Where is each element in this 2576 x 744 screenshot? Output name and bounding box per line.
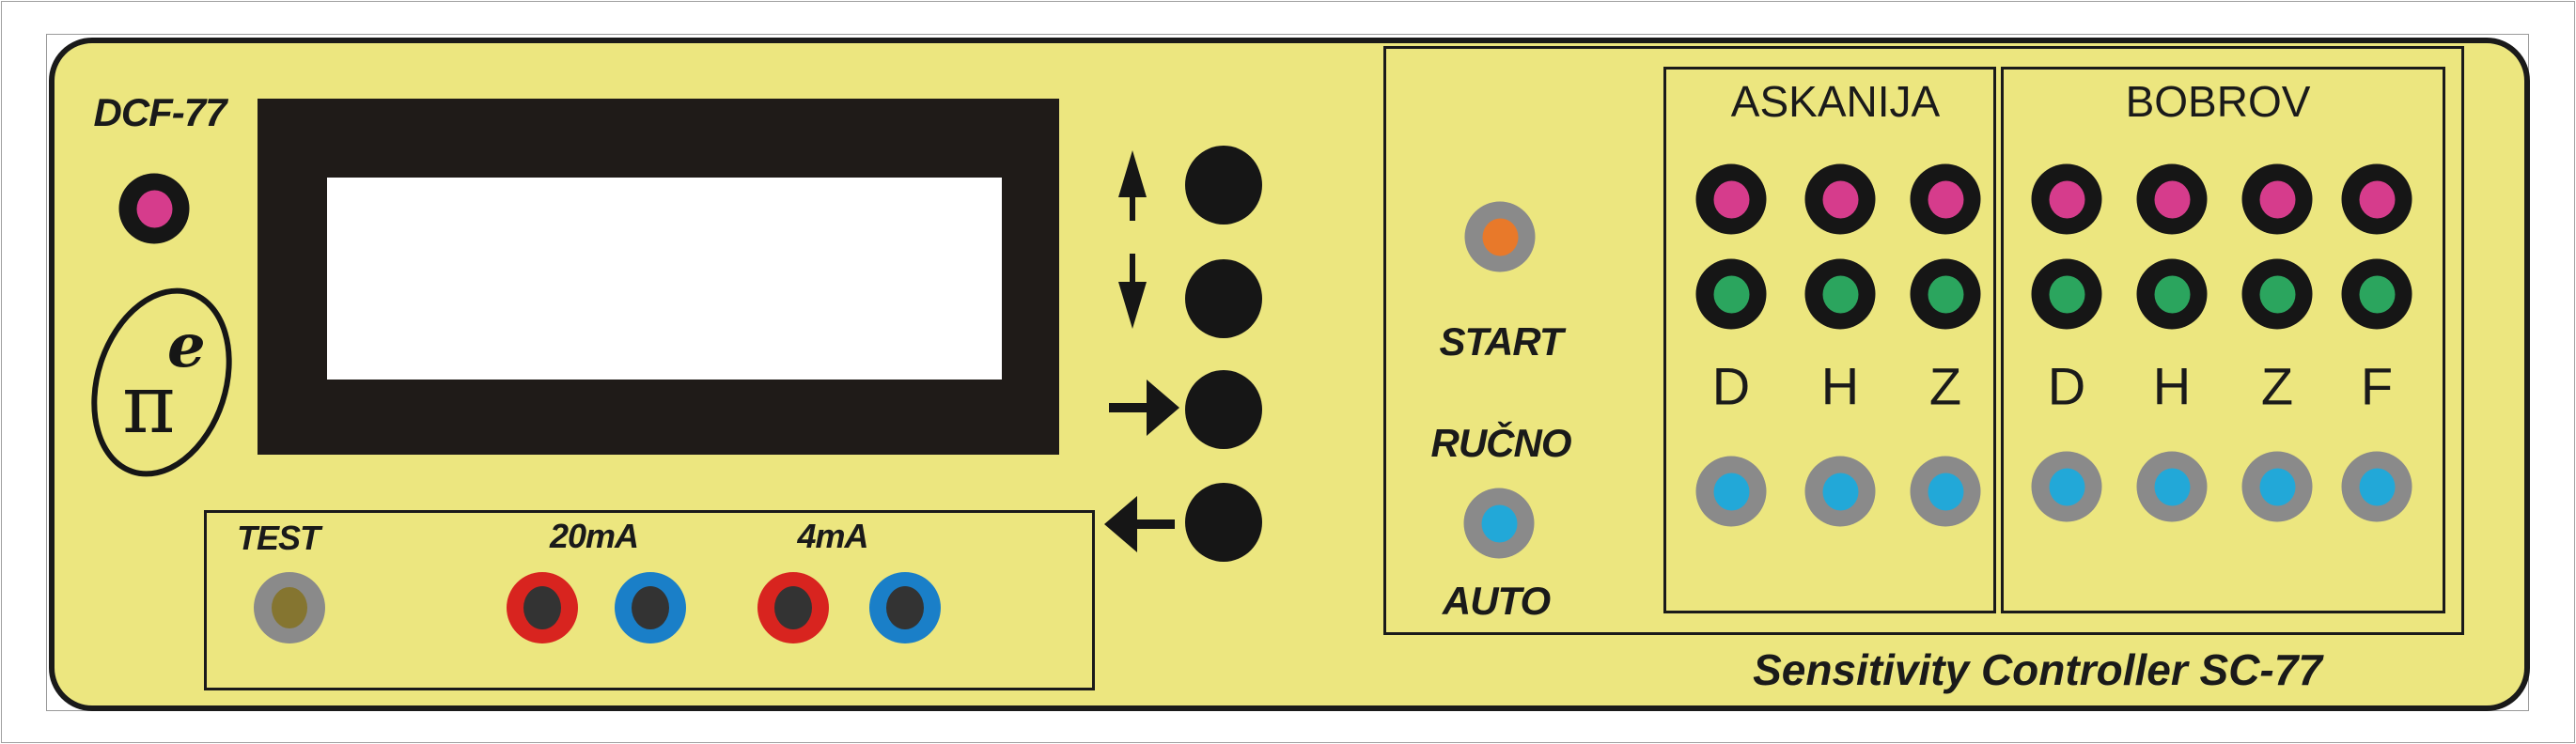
- pi-e-logo: π e: [91, 287, 232, 477]
- status-led-pink: [1910, 163, 1981, 235]
- lcd-screen: [327, 178, 1002, 380]
- channel-select-button[interactable]: [2031, 451, 2102, 522]
- logo-pi: π: [122, 358, 176, 452]
- jack-4ma-blue[interactable]: [869, 572, 941, 643]
- channel-label: Z: [2260, 356, 2294, 416]
- led-core: [1713, 275, 1749, 313]
- arrow-up-icon: [1118, 150, 1147, 197]
- led-core: [1928, 473, 1963, 510]
- start-label: START: [1439, 319, 1563, 364]
- led-core: [2154, 180, 2190, 218]
- bobrov-group: [2001, 67, 2445, 613]
- channel-select-button[interactable]: [2341, 451, 2412, 522]
- control-frame: [1383, 46, 2464, 635]
- channel-select-button[interactable]: [1804, 456, 1876, 527]
- status-led-green: [2136, 258, 2208, 330]
- channel-select-button[interactable]: [1695, 456, 1767, 527]
- channel-label: Z: [1928, 356, 1962, 416]
- start-led[interactable]: [1464, 201, 1536, 272]
- test-panel: [204, 510, 1095, 690]
- askanija-title: ASKANIJA: [1730, 77, 1941, 126]
- status-led-green: [2241, 258, 2313, 330]
- up-button[interactable]: [1185, 146, 1262, 225]
- status-led-green: [1695, 258, 1767, 330]
- led-core: [2359, 180, 2395, 218]
- led-core: [2259, 275, 2295, 313]
- status-led-pink: [2136, 163, 2208, 235]
- status-led-pink: [1695, 163, 1767, 235]
- led-core: [2259, 180, 2295, 218]
- led-core: [2154, 275, 2190, 313]
- status-led-pink: [2031, 163, 2102, 235]
- channel-select-button[interactable]: [2136, 451, 2208, 522]
- arrow-left-icon: [1104, 496, 1137, 552]
- jack-20ma-red[interactable]: [507, 572, 578, 643]
- led-core: [1928, 180, 1963, 218]
- status-led-green: [2341, 258, 2412, 330]
- mode-led[interactable]: [1463, 488, 1535, 559]
- dcf-label: DCF-77: [93, 90, 226, 134]
- channel-label: H: [2152, 356, 2192, 416]
- led-core: [1713, 180, 1749, 218]
- device-title: Sensitivity Controller SC-77: [1753, 645, 2322, 694]
- channel-label: H: [1820, 356, 1860, 416]
- test-button[interactable]: [254, 572, 325, 643]
- status-led-pink: [1804, 163, 1876, 235]
- 4ma-label: 4mA: [797, 517, 868, 555]
- bobrov-title: BOBROV: [2125, 77, 2311, 126]
- test-label: TEST: [236, 519, 320, 557]
- dcf-led: [118, 173, 190, 244]
- status-led-green: [1910, 258, 1981, 330]
- jack-4ma-red[interactable]: [757, 572, 829, 643]
- led-core: [1822, 275, 1858, 313]
- askanija-group: [1663, 67, 1996, 613]
- manual-label: RUČNO: [1430, 421, 1572, 465]
- channel-label: F: [2360, 356, 2394, 416]
- arrow-down-icon: [1118, 282, 1147, 329]
- nav-arrows: [1104, 150, 1179, 552]
- led-core: [1822, 180, 1858, 218]
- down-button[interactable]: [1185, 259, 1262, 338]
- status-led-green: [1804, 258, 1876, 330]
- channel-label: D: [2047, 356, 2086, 416]
- channel-label: D: [1711, 356, 1751, 416]
- led-core: [2359, 275, 2395, 313]
- right-button[interactable]: [1185, 370, 1262, 449]
- auto-label: AUTO: [1442, 579, 1551, 623]
- left-button[interactable]: [1185, 483, 1262, 562]
- 20ma-label: 20mA: [549, 517, 639, 555]
- status-led-pink: [2341, 163, 2412, 235]
- channel-select-button[interactable]: [1910, 456, 1981, 527]
- led-core: [2259, 468, 2295, 505]
- logo-e: e: [167, 311, 206, 381]
- led-core: [2049, 180, 2084, 218]
- led-core: [2359, 468, 2395, 505]
- arrow-right-icon: [1147, 380, 1179, 436]
- led-core: [1822, 473, 1858, 510]
- jack-20ma-blue[interactable]: [615, 572, 686, 643]
- channel-select-button[interactable]: [2241, 451, 2313, 522]
- led-core: [1713, 473, 1749, 510]
- status-led-pink: [2241, 163, 2313, 235]
- led-core: [1928, 275, 1963, 313]
- led-core: [2154, 468, 2190, 505]
- status-led-green: [2031, 258, 2102, 330]
- led-core: [2049, 275, 2084, 313]
- led-core: [2049, 468, 2084, 505]
